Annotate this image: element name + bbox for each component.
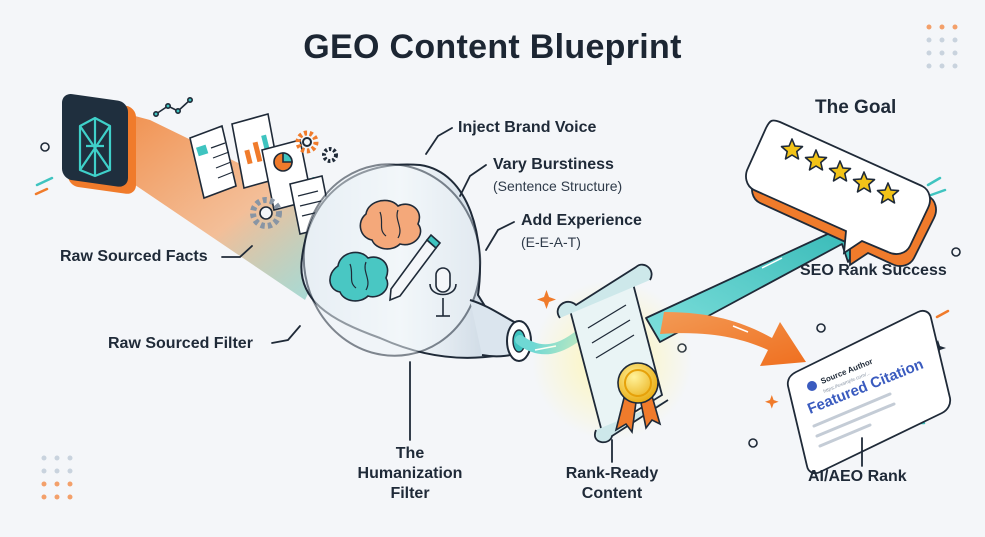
label-rank-ready-content: Rank-Ready Content	[552, 464, 672, 504]
dot-grid-bottom-left	[41, 455, 73, 500]
leader-lines	[221, 127, 863, 467]
brain-icon	[359, 199, 422, 250]
label-rank-ready-line-1: Rank-Ready	[565, 465, 659, 482]
line-chart-icon	[153, 97, 194, 118]
microphone-icon	[429, 267, 457, 317]
logo-icon	[62, 94, 136, 194]
label-rank-ready-line-2: Content	[581, 485, 643, 502]
ribbon-seal-icon	[614, 362, 662, 435]
citation-card: Source Author https://example.com/... Fe…	[786, 309, 952, 475]
label-the-goal: The Goal	[815, 97, 897, 118]
label-humanization-line-3: Filter	[390, 485, 430, 502]
label-add-experience: Add Experience	[521, 212, 642, 229]
star-icon	[804, 149, 828, 171]
pen-icon	[389, 233, 442, 302]
document-icon	[189, 124, 237, 200]
aeo-arrow	[660, 312, 806, 366]
sparkle-icon	[537, 290, 556, 309]
sparkle-icon	[765, 395, 779, 409]
gear-icon	[250, 197, 282, 229]
label-inject-brand-voice: Inject Brand Voice	[458, 119, 597, 136]
input-beam	[110, 112, 345, 300]
label-eeat: (E-E-A-T)	[521, 234, 581, 250]
label-raw-sourced-facts: Raw Sourced Facts	[60, 248, 208, 265]
label-humanization-line-1: The	[395, 445, 425, 462]
dot-grid-top-right	[926, 24, 958, 69]
label-ai-aeo-rank: AI/AEO Rank	[808, 468, 907, 485]
star-icon	[828, 160, 852, 182]
star-icon	[852, 171, 876, 193]
label-sentence-structure: (Sentence Structure)	[493, 178, 623, 194]
brain-icon	[329, 251, 389, 302]
star-icon	[780, 138, 804, 160]
star-rating	[780, 138, 900, 204]
label-humanization-filter: The Humanization Filter	[330, 444, 490, 504]
page-title: GEO Content Blueprint	[303, 28, 682, 66]
label-seo-rank-success: SEO Rank Success	[800, 262, 947, 279]
label-vary-burstiness: Vary Burstiness	[493, 156, 614, 173]
label-raw-sourced-filter: Raw Sourced Filter	[108, 335, 253, 352]
star-icon	[876, 182, 900, 204]
label-humanization-line-2: Humanization	[357, 465, 463, 482]
